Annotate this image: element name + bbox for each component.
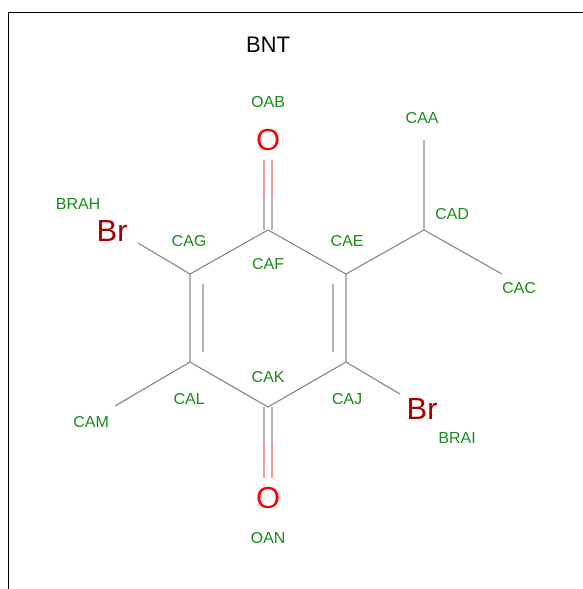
atom-label-cal: CAL — [173, 391, 204, 408]
molecule-title: BNT — [246, 32, 290, 57]
atom-label-brah: BRAH — [56, 196, 100, 213]
bond-cag-brah — [137, 242, 191, 275]
bond-cag-caf — [189, 229, 269, 275]
atom-label-caj: CAJ — [332, 391, 362, 408]
bond-cad-cac — [423, 229, 503, 275]
bond-cal-cam — [114, 361, 191, 407]
atom-label-caf: CAF — [252, 256, 284, 273]
atom-label-oan: OAN — [251, 530, 286, 547]
atom-label-oab: OAB — [251, 94, 285, 111]
atom-labels: OAB CAA BRAH CAD CAG CAE CAF CAC CAK CAL… — [56, 94, 536, 547]
atom-label-cae: CAE — [331, 233, 364, 250]
bonds — [114, 140, 503, 478]
bond-caf-cae — [267, 229, 347, 275]
atom-label-caa: CAA — [406, 110, 439, 127]
atom-label-cam: CAM — [73, 414, 109, 431]
atom-label-cak: CAK — [252, 369, 285, 386]
oxygen-bottom-symbol: O — [256, 480, 280, 515]
atom-label-cag: CAG — [172, 233, 207, 250]
bromine-left-symbol: Br — [97, 213, 128, 248]
bond-caj-brai — [345, 361, 401, 395]
bond-cak-cal — [189, 361, 269, 408]
bond-cae-cad — [345, 229, 425, 275]
atom-label-cac: CAC — [502, 280, 536, 297]
viewer-frame — [8, 12, 583, 589]
oxygen-top-symbol: O — [256, 122, 280, 157]
bromine-right-symbol: Br — [407, 391, 438, 426]
atom-label-brai: BRAI — [438, 430, 475, 447]
atom-label-cad: CAD — [435, 206, 469, 223]
bond-caj-cak — [267, 361, 347, 408]
